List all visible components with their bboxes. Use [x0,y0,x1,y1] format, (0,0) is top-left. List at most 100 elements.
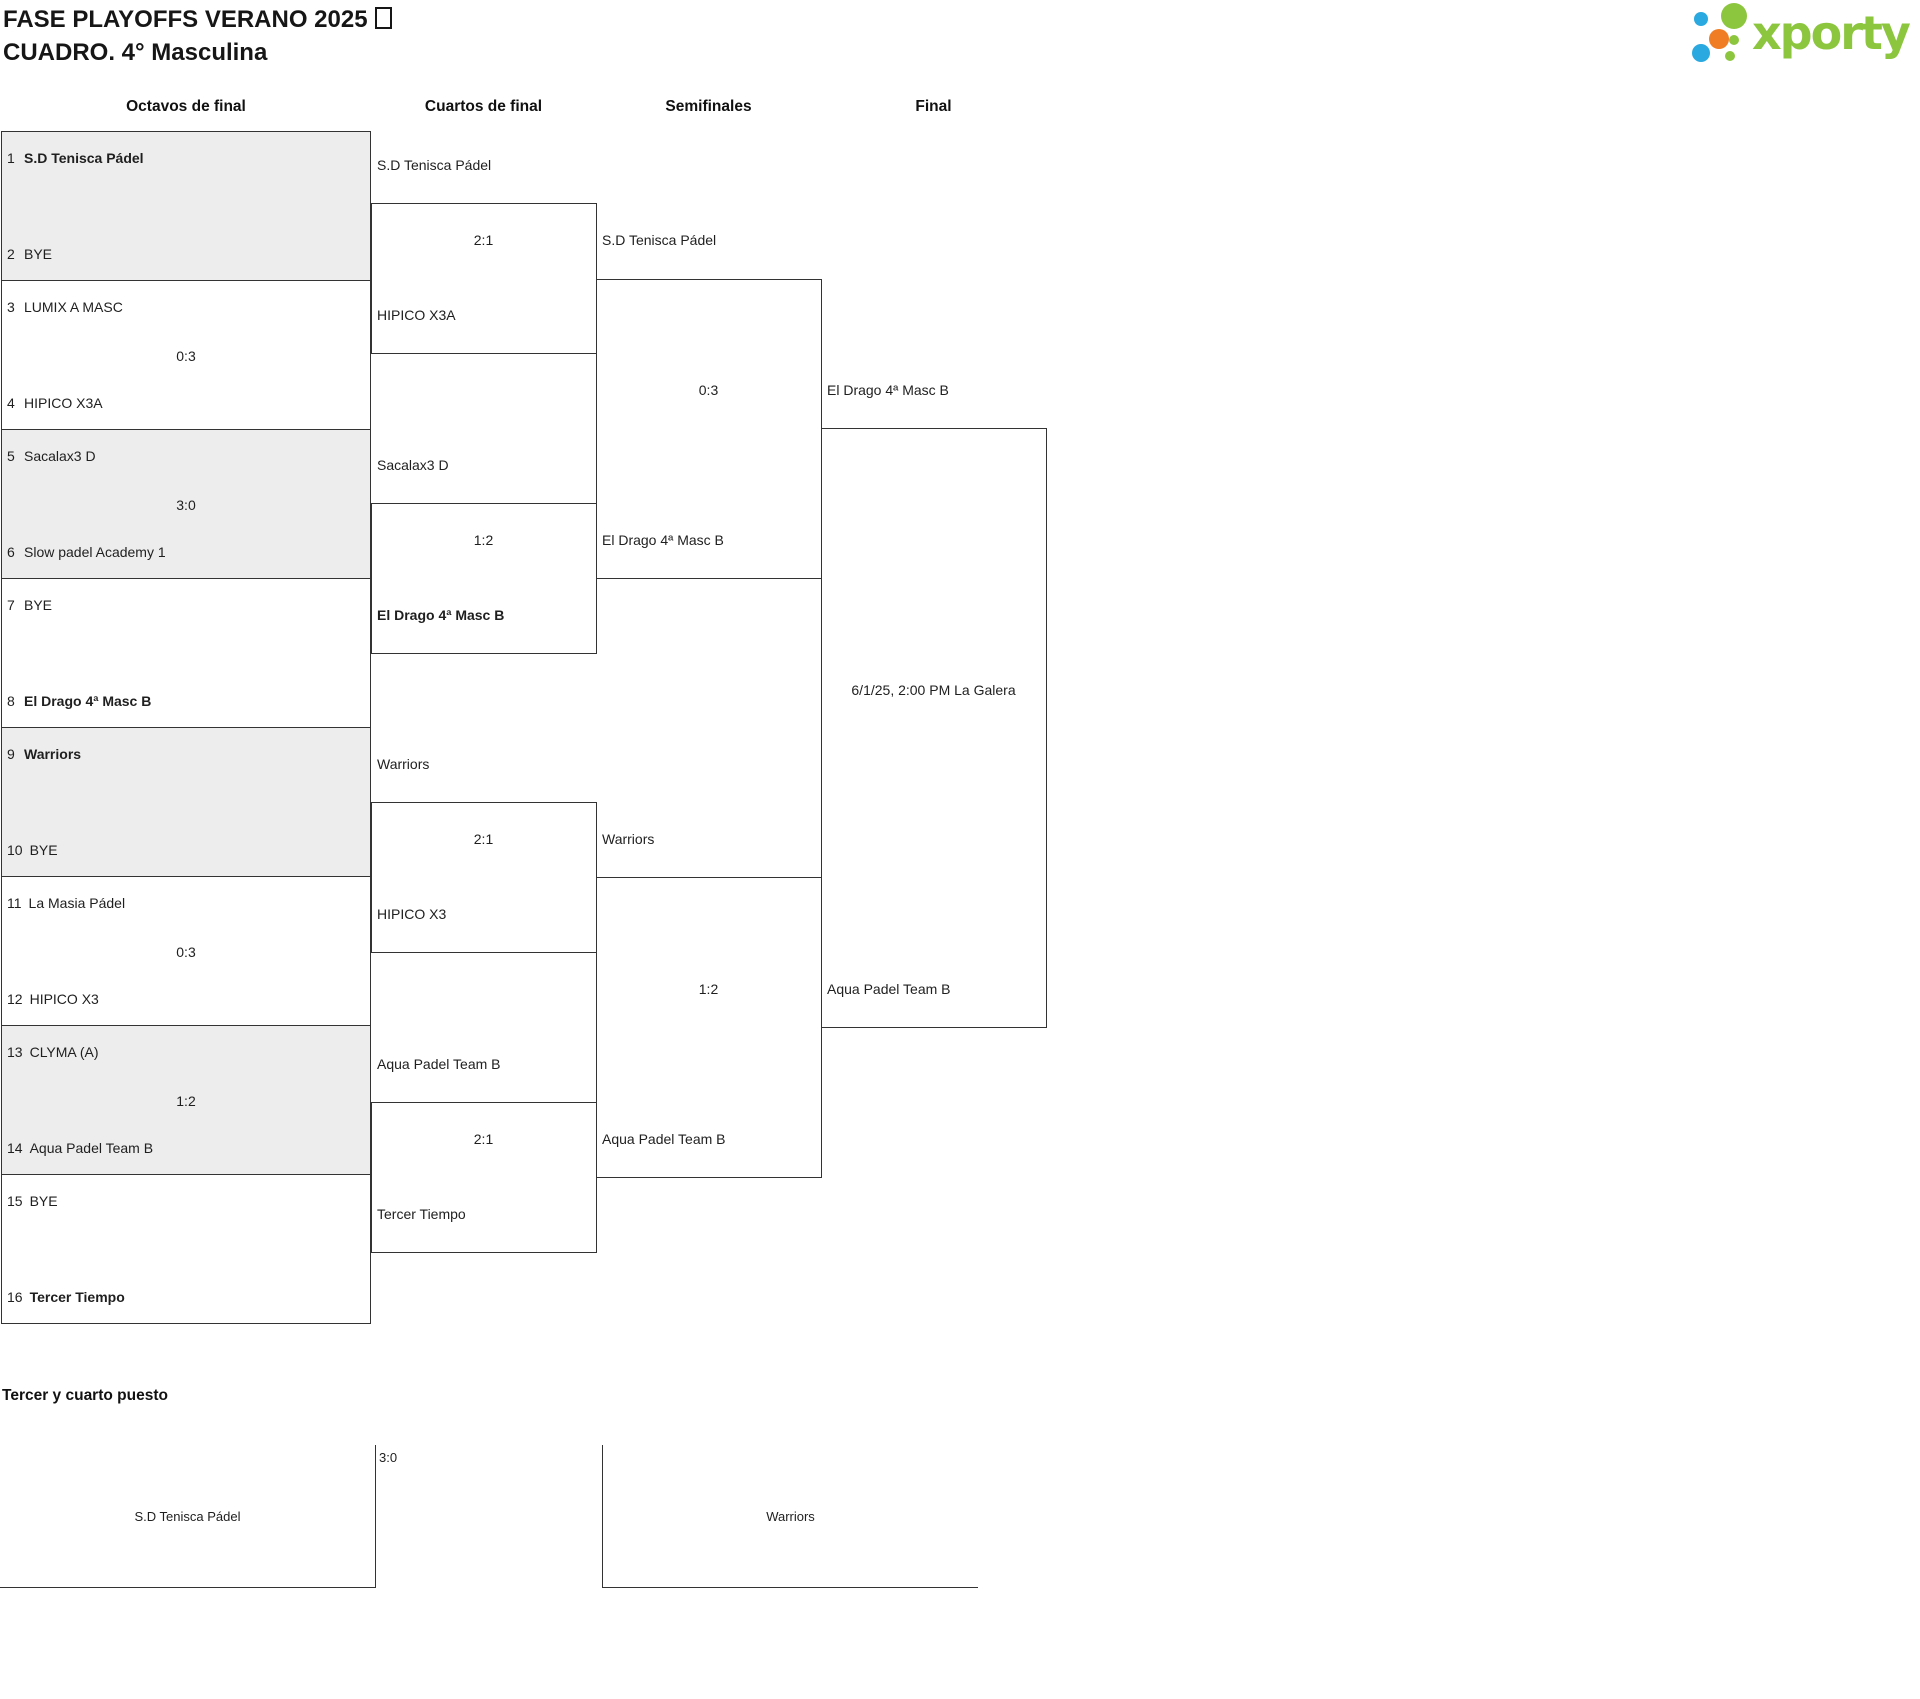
page-title-line2: CUADRO. 4° Masculina [3,39,268,66]
team-name: Aqua Padel Team B [827,981,951,997]
team-slot: 15 BYE [2,1192,370,1210]
match-box-r16-2: 3 LUMIX A MASC 0:3 4 HIPICO X3A [1,280,371,430]
team-name: HIPICO X3 [377,906,447,922]
seed-number: 5 [7,448,15,464]
team-slot: 4 HIPICO X3A [2,394,370,412]
team-name: Tercer Tiempo [377,1206,466,1222]
third-place-heading: Tercer y cuarto puesto [2,1387,168,1404]
match-score: 1:2 [473,532,494,548]
team-name: Sacalax3 D [377,457,449,473]
team-slot: 3 LUMIX A MASC [2,298,370,316]
match-box-r16-5: 9 Warriors 10 BYE [1,727,371,877]
match-score: 3:0 [379,1450,398,1465]
team-name: Warriors [602,831,655,847]
team-name: Slow padel Academy 1 [24,544,166,560]
seed-number: 3 [7,299,15,315]
logo-dot-green-small-icon [1725,51,1735,61]
match-score: 0:3 [176,944,196,960]
logo-dot-blue-small-icon [1694,12,1708,26]
team-name: El Drago 4ª Masc B [377,607,505,623]
team-name: BYE [24,246,53,262]
seed-number: 10 [7,842,23,858]
team-name: El Drago 4ª Masc B [827,382,949,398]
column-header-semifinales: Semifinales [665,98,752,115]
team-slot: 13 CLYMA (A) [2,1043,370,1061]
match-box-qf-2 [371,503,597,654]
team-slot: 2 BYE [2,245,370,263]
team-name: S.D Tenisca Pádel [377,157,492,173]
third-place-left-slot: S.D Tenisca Pádel [0,1445,376,1588]
match-box-final [821,428,1047,1028]
team-name: El Drago 4ª Masc B [24,693,152,709]
team-name: BYE [24,597,53,613]
seed-number: 6 [7,544,15,560]
logo-wordmark: xporty [1752,6,1911,60]
team-name: La Masia Pádel [28,895,126,911]
seed-number: 1 [7,150,15,166]
team-slot: 12 HIPICO X3 [2,990,370,1008]
seed-number: 15 [7,1193,23,1209]
match-score: 1:2 [698,981,719,997]
match-score: 2:1 [473,1131,494,1147]
seed-number: 8 [7,693,15,709]
team-name: S.D Tenisca Pádel [24,150,144,166]
match-box-qf-1 [371,203,597,354]
seed-number: 2 [7,246,15,262]
title-text-1: FASE PLAYOFFS VERANO 2025 [3,6,368,33]
xporty-logo[interactable]: xporty [1684,3,1916,68]
team-slot: 16 Tercer Tiempo [2,1288,370,1306]
match-score: 2:1 [473,831,494,847]
team-name: CLYMA (A) [29,1044,99,1060]
team-name: HIPICO X3 [29,991,99,1007]
team-name: S.D Tenisca Pádel [134,1508,241,1524]
team-slot: 10 BYE [2,841,370,859]
page-title-line1: FASE PLAYOFFS VERANO 2025 [3,3,392,36]
seed-number: 14 [7,1140,23,1156]
team-name: Sacalax3 D [24,448,96,464]
team-slot: 14 Aqua Padel Team B [2,1139,370,1157]
final-datetime: 6/1/25, 2:00 PM La Galera [851,682,1016,698]
team-name: Warriors [766,1508,815,1524]
team-name: HIPICO X3A [24,395,103,411]
team-slot: 6 Slow padel Academy 1 [2,543,370,561]
seed-number: 4 [7,395,15,411]
match-score: 0:3 [176,348,196,364]
team-name: Aqua Padel Team B [602,1131,726,1147]
team-name: LUMIX A MASC [24,299,123,315]
team-slot: 8 El Drago 4ª Masc B [2,692,370,710]
team-slot: 5 Sacalax3 D [2,447,370,465]
seed-number: 13 [7,1044,23,1060]
team-name: Warriors [24,746,82,762]
team-slot: 1 S.D Tenisca Pádel [2,149,370,167]
match-box-qf-4 [371,1102,597,1253]
team-name: BYE [29,842,58,858]
team-name: El Drago 4ª Masc B [602,532,724,548]
team-name: Aqua Padel Team B [377,1056,501,1072]
column-header-octavos: Octavos de final [126,98,246,115]
third-place-right-slot: Warriors [602,1445,978,1588]
team-name: Warriors [377,756,430,772]
team-name: Tercer Tiempo [29,1289,125,1305]
match-box-r16-1: 1 S.D Tenisca Pádel 2 BYE [1,131,371,281]
column-header-cuartos: Cuartos de final [424,98,543,115]
seed-number: 16 [7,1289,23,1305]
logo-dot-green-mid-icon [1729,35,1739,45]
missing-glyph-icon [374,7,392,29]
team-name: Aqua Padel Team B [29,1140,154,1156]
team-name: S.D Tenisca Pádel [602,232,717,248]
page-title: FASE PLAYOFFS VERANO 2025 CUADRO. 4° Mas… [3,3,392,69]
column-header-final: Final [915,98,952,115]
match-score: 0:3 [698,382,719,398]
match-score: 2:1 [473,232,494,248]
seed-number: 12 [7,991,23,1007]
logo-dot-blue-medium-icon [1692,44,1710,62]
seed-number: 9 [7,746,15,762]
team-name: BYE [29,1193,58,1209]
team-slot: 9 Warriors [2,745,370,763]
